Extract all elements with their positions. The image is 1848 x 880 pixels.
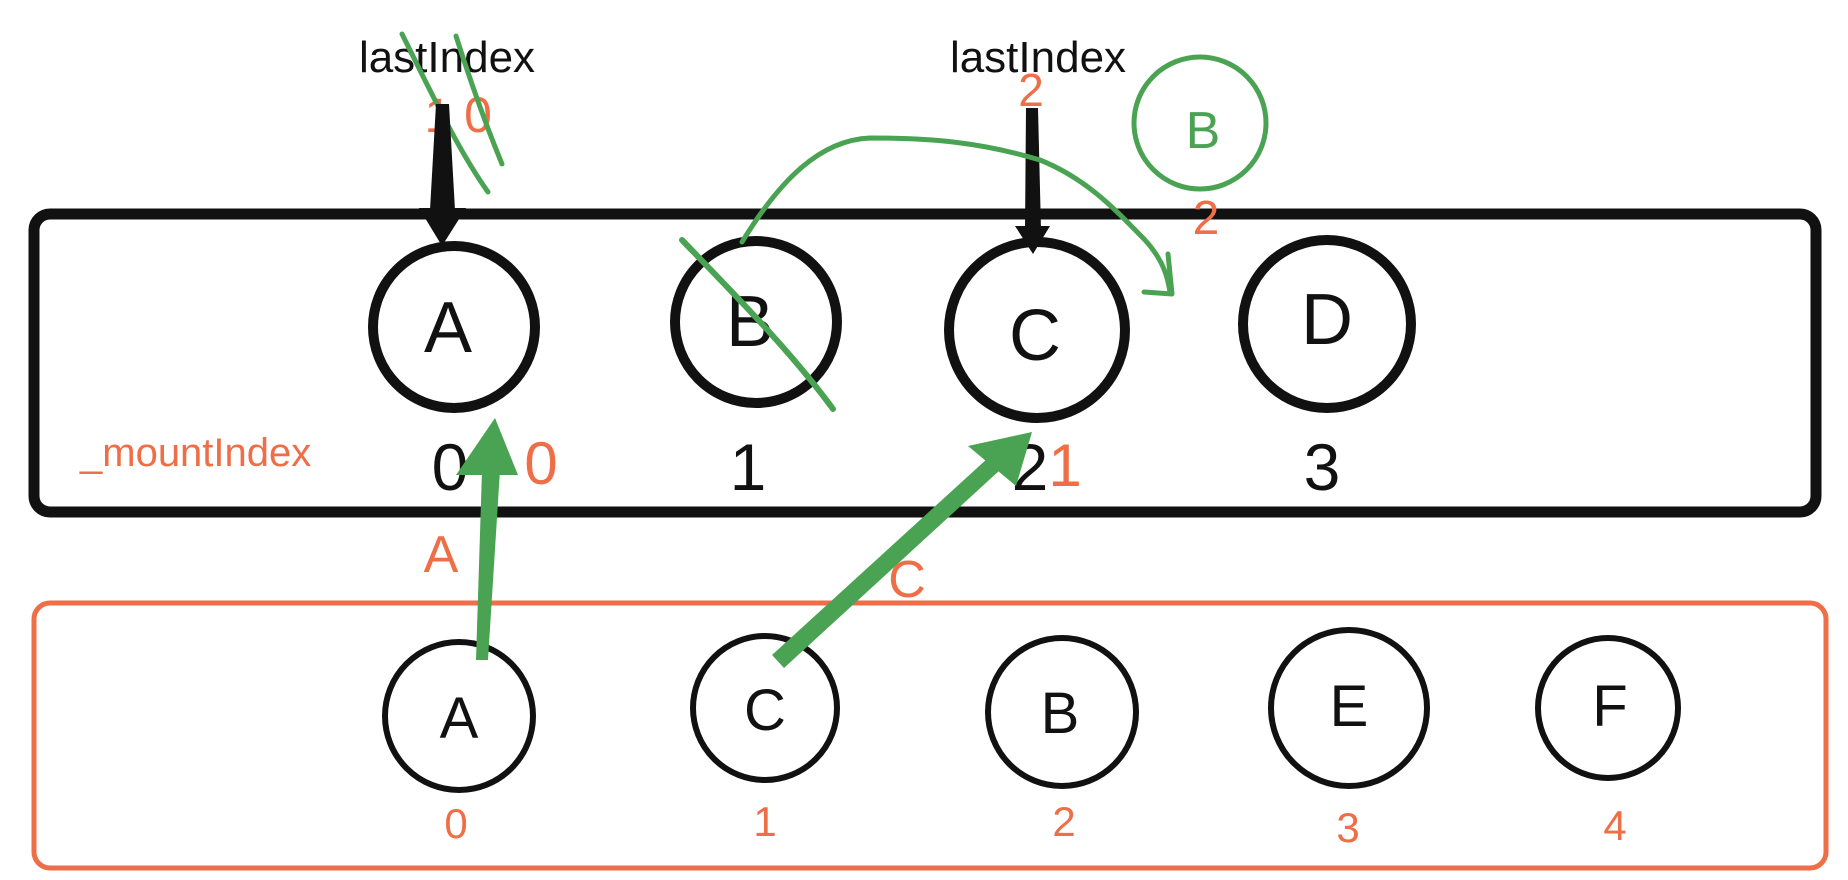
new-node-f: F 4 xyxy=(1535,635,1681,849)
new-node-f-circle xyxy=(1535,635,1681,781)
match-arrow-a-label: A xyxy=(424,526,459,584)
last-index-1-arrow xyxy=(419,104,466,246)
match-arrow-a xyxy=(456,418,518,660)
old-node-b-strike xyxy=(679,237,836,412)
old-node-a-new-index: 0 xyxy=(524,430,557,497)
old-node-d-index: 3 xyxy=(1304,430,1341,504)
new-node-e: E 3 xyxy=(1268,627,1430,851)
moved-node-b-circle xyxy=(1131,54,1269,192)
last-index-1-strike-b xyxy=(453,33,505,167)
new-node-a-index: 0 xyxy=(444,800,467,847)
old-children-box xyxy=(28,208,1822,518)
last-index-2-value: 2 xyxy=(1018,64,1044,116)
move-b-curve xyxy=(739,135,1173,295)
new-node-c-letter: C xyxy=(744,678,786,743)
old-node-c-new-index: 1 xyxy=(1048,432,1081,499)
match-arrow-c-label: C xyxy=(888,551,926,609)
moved-node-b-letter: B xyxy=(1186,102,1221,160)
new-node-c-index: 1 xyxy=(753,798,776,845)
new-node-e-letter: E xyxy=(1330,674,1369,739)
moved-node-b: B 2 xyxy=(1131,54,1269,245)
old-node-b-index: 1 xyxy=(730,430,767,504)
new-node-e-circle xyxy=(1268,627,1430,789)
last-index-2-label: lastIndex xyxy=(950,33,1126,82)
old-node-c-letter: C xyxy=(1009,296,1061,376)
last-index-1-label: lastIndex xyxy=(359,33,535,82)
old-node-a-circle xyxy=(368,241,540,413)
last-index-2-arrow xyxy=(1015,108,1050,254)
mount-index-label: _mountIndex xyxy=(79,431,311,475)
new-node-e-index: 3 xyxy=(1336,804,1359,851)
new-node-b-letter: B xyxy=(1041,681,1080,746)
new-node-b-circle xyxy=(985,635,1139,789)
old-node-c: C 2 1 xyxy=(944,237,1130,504)
new-node-f-index: 4 xyxy=(1603,802,1626,849)
old-node-d-letter: D xyxy=(1301,280,1353,360)
new-node-a: A 0 xyxy=(382,639,536,847)
new-node-a-circle xyxy=(382,639,536,793)
new-children-box xyxy=(31,600,1829,871)
old-node-d-circle xyxy=(1238,235,1416,413)
match-arrow-c xyxy=(772,432,1032,668)
new-node-b-index: 2 xyxy=(1052,798,1075,845)
new-node-c: C 1 xyxy=(690,633,840,845)
moved-node-b-index: 2 xyxy=(1193,192,1220,245)
new-node-f-letter: F xyxy=(1592,674,1627,739)
old-node-b: B 1 xyxy=(670,236,842,504)
new-node-a-letter: A xyxy=(440,686,479,751)
old-node-d: D 3 xyxy=(1238,235,1416,504)
move-b-arrowhead xyxy=(1141,251,1175,297)
new-node-b: B 2 xyxy=(985,635,1139,845)
new-node-c-circle xyxy=(690,633,840,783)
old-node-a-letter: A xyxy=(424,288,472,368)
